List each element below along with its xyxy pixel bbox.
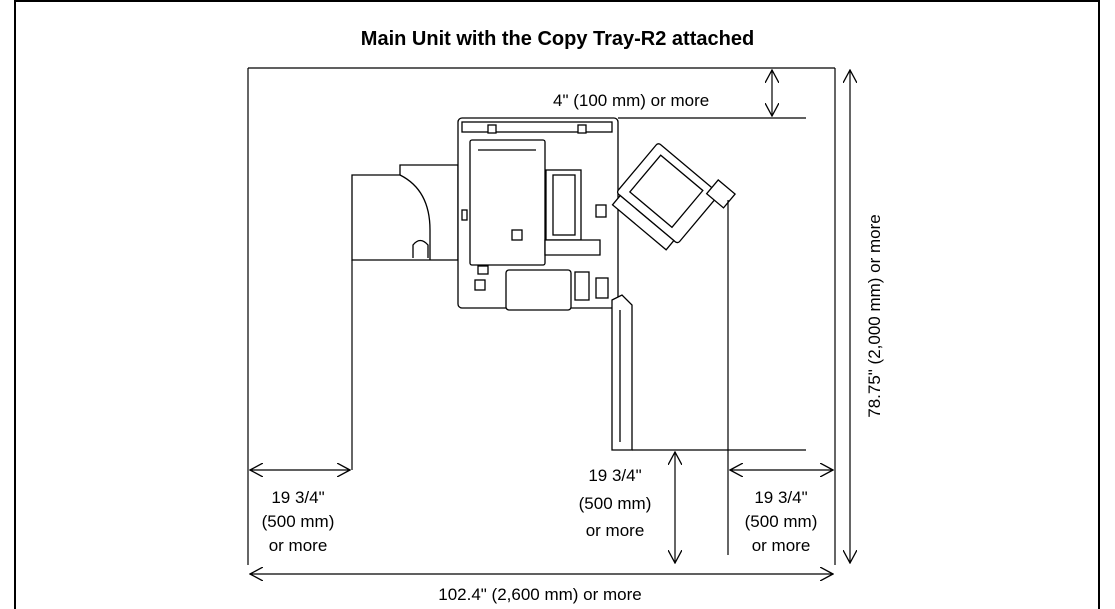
- left-clearance-label: 19 3/4" (500 mm) or more: [262, 488, 335, 555]
- floor-area: [247, 67, 836, 565]
- width-total-label: 102.4" (2,600 mm) or more: [438, 585, 642, 604]
- svg-text:or more: or more: [586, 521, 645, 540]
- front-clearance-label: 19 3/4" (500 mm) or more: [579, 466, 652, 540]
- height-total-label: 78.75" (2,000 mm) or more: [865, 214, 884, 418]
- svg-text:(500 mm): (500 mm): [579, 494, 652, 513]
- svg-text:19 3/4": 19 3/4": [588, 466, 641, 485]
- extension-lines: [351, 117, 806, 555]
- svg-text:19 3/4": 19 3/4": [271, 488, 324, 507]
- svg-text:or more: or more: [752, 536, 811, 555]
- right-clearance-label: 19 3/4" (500 mm) or more: [745, 488, 818, 555]
- dimension-arrows: [250, 70, 850, 574]
- diagram-title: Main Unit with the Copy Tray-R2 attached: [360, 28, 755, 50]
- svg-text:(500 mm): (500 mm): [745, 512, 818, 531]
- svg-text:or more: or more: [269, 536, 328, 555]
- top-clearance-label: 4" (100 mm) or more: [553, 91, 709, 110]
- svg-text:(500 mm): (500 mm): [262, 512, 335, 531]
- main-unit-icon: [351, 117, 736, 451]
- svg-text:19 3/4": 19 3/4": [754, 488, 807, 507]
- diagram-frame: [14, 0, 1100, 609]
